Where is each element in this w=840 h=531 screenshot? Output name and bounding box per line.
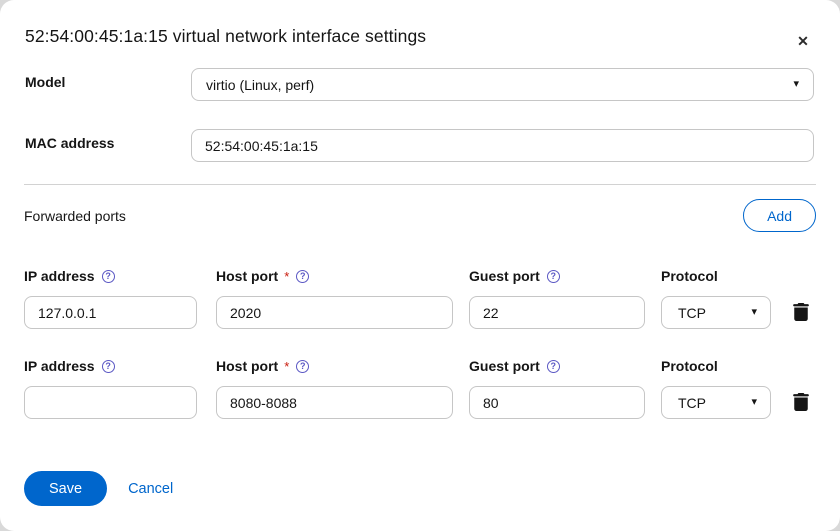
guest-port-label: Guest port ? bbox=[469, 358, 645, 374]
protocol-label: Protocol bbox=[661, 358, 718, 374]
host-port-label: Host port * ? bbox=[216, 268, 453, 284]
chevron-down-icon: ▾ bbox=[793, 78, 799, 90]
guest-port-input[interactable] bbox=[469, 386, 645, 419]
section-divider bbox=[24, 184, 816, 185]
add-port-button[interactable]: Add bbox=[743, 199, 816, 232]
protocol-label: Protocol bbox=[661, 268, 718, 284]
ip-address-input[interactable] bbox=[24, 296, 197, 329]
chevron-down-icon: ▾ bbox=[751, 396, 757, 408]
ip-address-input[interactable] bbox=[24, 386, 197, 419]
forwarded-ports-label: Forwarded ports bbox=[24, 207, 126, 224]
port-row: IP address ? Host port * ? Guest port ? … bbox=[24, 358, 816, 421]
ip-address-label: IP address ? bbox=[24, 358, 197, 374]
dialog-title: 52:54:00:45:1a:15 virtual network interf… bbox=[25, 26, 427, 46]
delete-port-button[interactable] bbox=[793, 296, 809, 331]
trash-icon bbox=[793, 393, 809, 414]
dialog-footer: Save Cancel bbox=[24, 471, 173, 506]
delete-port-button[interactable] bbox=[793, 386, 809, 421]
guest-port-input[interactable] bbox=[469, 296, 645, 329]
forwarded-ports-header: Forwarded ports Add bbox=[24, 199, 816, 232]
protocol-select[interactable]: TCP ▾ bbox=[661, 296, 771, 329]
required-marker: * bbox=[284, 268, 290, 284]
required-marker: * bbox=[284, 358, 290, 374]
ip-address-label: IP address ? bbox=[24, 268, 197, 284]
help-icon[interactable]: ? bbox=[296, 269, 310, 283]
port-row: IP address ? Host port * ? Guest port ? … bbox=[24, 268, 816, 331]
help-icon[interactable]: ? bbox=[101, 359, 115, 373]
protocol-select-value: TCP bbox=[678, 304, 706, 321]
protocol-select[interactable]: TCP ▾ bbox=[661, 386, 771, 419]
close-icon[interactable]: ✕ bbox=[793, 31, 813, 51]
mac-address-label: MAC address bbox=[25, 135, 115, 151]
chevron-down-icon: ▾ bbox=[751, 306, 757, 318]
protocol-select-value: TCP bbox=[678, 394, 706, 411]
help-icon[interactable]: ? bbox=[101, 269, 115, 283]
model-select-value: virtio (Linux, perf) bbox=[206, 76, 315, 93]
cancel-button[interactable]: Cancel bbox=[128, 480, 174, 497]
trash-icon bbox=[793, 303, 809, 324]
save-button[interactable]: Save bbox=[24, 471, 108, 506]
help-icon[interactable]: ? bbox=[546, 269, 560, 283]
host-port-input[interactable] bbox=[216, 386, 453, 419]
help-icon[interactable]: ? bbox=[546, 359, 560, 373]
host-port-input[interactable] bbox=[216, 296, 453, 329]
guest-port-label: Guest port ? bbox=[469, 268, 645, 284]
model-select[interactable]: virtio (Linux, perf) ▾ bbox=[191, 68, 814, 101]
mac-address-input[interactable] bbox=[191, 129, 814, 162]
help-icon[interactable]: ? bbox=[296, 359, 310, 373]
model-label: Model bbox=[25, 74, 66, 90]
host-port-label: Host port * ? bbox=[216, 358, 453, 374]
